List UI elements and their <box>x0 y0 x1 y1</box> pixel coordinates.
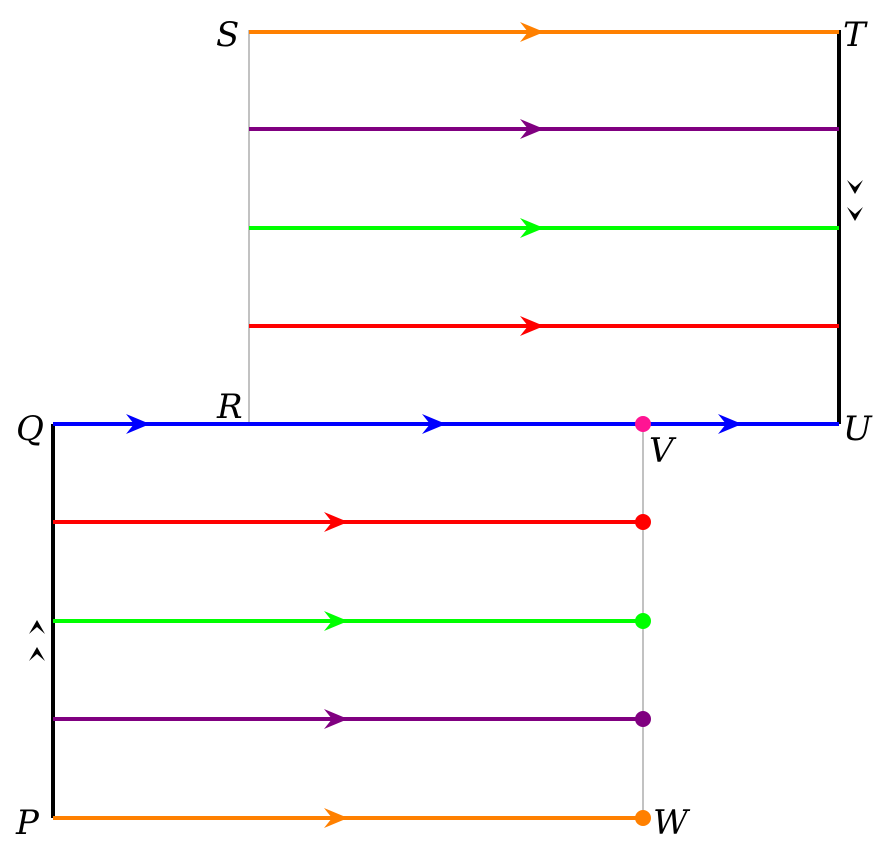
dot-icon-v <box>635 416 651 432</box>
dot-icon-w <box>635 810 651 826</box>
point-label-p: P <box>15 803 40 843</box>
dot-icon-red <box>635 514 651 530</box>
dot-icon-green <box>635 613 651 629</box>
arrowhead-icon-purple-bottom <box>324 709 348 729</box>
arrowhead-icon-green-top <box>520 218 544 238</box>
double-chevron-icon-up-b <box>29 647 45 661</box>
point-label-q: Q <box>16 409 44 449</box>
point-label-v: V <box>649 431 677 471</box>
point-label-r: R <box>216 387 243 427</box>
arrowhead-icon-orange-top <box>520 22 544 42</box>
point-label-w: W <box>653 803 691 843</box>
arrowhead-icon-orange-bottom <box>324 808 348 828</box>
arrowhead-icon-blue-3 <box>718 414 742 434</box>
double-chevron-icon-down-a <box>847 180 863 194</box>
dot-icon-purple <box>635 711 651 727</box>
point-label-u: U <box>843 409 873 449</box>
double-chevron-icon-up-a <box>29 620 45 634</box>
point-label-s: S <box>216 15 239 55</box>
arrowhead-icon-red-bottom <box>324 512 348 532</box>
arrowhead-icon-purple-top <box>520 119 544 139</box>
arrowhead-icon-green-bottom <box>324 611 348 631</box>
arrowhead-icon-blue-1 <box>126 414 150 434</box>
arrowhead-icon-red-top <box>520 316 544 336</box>
arrowhead-icon-blue-2 <box>422 414 446 434</box>
double-chevron-icon-down-b <box>847 207 863 221</box>
point-label-t: T <box>843 15 868 55</box>
